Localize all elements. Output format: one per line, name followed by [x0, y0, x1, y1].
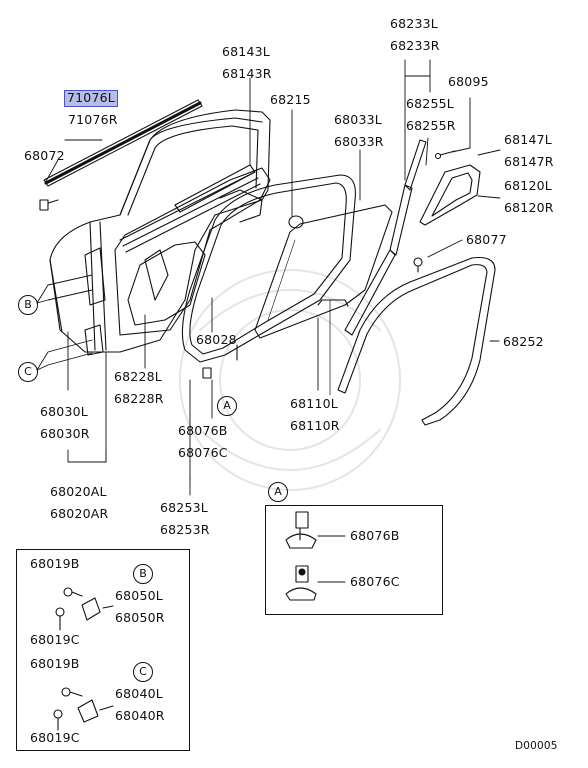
label-68030L[interactable]: 68030L — [40, 404, 88, 419]
label-68076C[interactable]: 68076C — [178, 445, 228, 460]
callout-c-marker[interactable]: C — [18, 362, 38, 382]
label-68077[interactable]: 68077 — [466, 232, 507, 247]
center-sash — [344, 139, 427, 336]
label-68110L[interactable]: 68110L — [290, 396, 338, 411]
label-68252[interactable]: 68252 — [503, 334, 544, 349]
label-bc-68019C-2[interactable]: 68019C — [30, 730, 80, 745]
detail-box-bc — [16, 549, 190, 751]
label-68095[interactable]: 68095 — [448, 74, 489, 89]
belt-molding — [43, 99, 203, 187]
label-68147L[interactable]: 68147L — [504, 132, 552, 147]
label-bc-68019B-1[interactable]: 68019B — [30, 556, 80, 571]
glass-run-channel — [219, 189, 263, 223]
label-68076B[interactable]: 68076B — [178, 423, 228, 438]
label-68033L[interactable]: 68033L — [334, 112, 382, 127]
detail-box-a-marker: A — [268, 482, 288, 502]
label-bc-68050L[interactable]: 68050L — [115, 588, 163, 603]
detail-box-a — [265, 505, 443, 615]
label-bc-68050R[interactable]: 68050R — [115, 610, 165, 625]
label-68228R[interactable]: 68228R — [114, 391, 164, 406]
label-68253R[interactable]: 68253R — [160, 522, 210, 537]
label-68233R[interactable]: 68233R — [390, 38, 440, 53]
quarter-glass — [419, 164, 481, 226]
label-68255L[interactable]: 68255L — [406, 96, 454, 111]
detail-bc-bolts — [53, 587, 114, 731]
label-71076L[interactable]: 71076L — [64, 90, 118, 107]
label-68255R[interactable]: 68255R — [406, 118, 456, 133]
label-bc-68019C-1[interactable]: 68019C — [30, 632, 80, 647]
watermark-logo — [179, 269, 401, 491]
door-glass — [254, 204, 393, 339]
label-bc-68040L[interactable]: 68040L — [115, 686, 163, 701]
label-68030R[interactable]: 68030R — [40, 426, 90, 441]
label-68120R[interactable]: 68120R — [504, 200, 554, 215]
label-boxA-68076C[interactable]: 68076C — [350, 574, 400, 589]
hinges — [84, 247, 106, 356]
clip-68072-icon — [39, 199, 59, 211]
opening-weatherstrip — [337, 256, 496, 426]
callout-a-marker[interactable]: A — [217, 396, 237, 416]
detail-a-clips — [285, 511, 346, 601]
clip-68077-icon — [413, 257, 423, 273]
label-boxA-68076B[interactable]: 68076B — [350, 528, 400, 543]
label-68143R[interactable]: 68143R — [222, 66, 272, 81]
glass-channel — [317, 299, 349, 396]
label-68110R[interactable]: 68110R — [290, 418, 340, 433]
weatherstrip-clip — [202, 344, 238, 379]
label-68020AR[interactable]: 68020AR — [50, 506, 109, 521]
bumper-68215 — [288, 215, 304, 229]
label-68020AL[interactable]: 68020AL — [50, 484, 107, 499]
callout-b-marker[interactable]: B — [18, 295, 38, 315]
detail-box-b-marker: B — [133, 564, 153, 584]
label-68215[interactable]: 68215 — [270, 92, 311, 107]
label-71076R[interactable]: 71076R — [68, 112, 118, 127]
label-68143L[interactable]: 68143L — [222, 44, 270, 59]
label-68233L[interactable]: 68233L — [390, 16, 438, 31]
label-68253L[interactable]: 68253L — [160, 500, 208, 515]
detail-box-c-marker: C — [133, 662, 153, 682]
label-68228L[interactable]: 68228L — [114, 369, 162, 384]
label-68033R[interactable]: 68033R — [334, 134, 384, 149]
label-68072[interactable]: 68072 — [24, 148, 65, 163]
diagram-code: D00005 — [515, 740, 558, 752]
leader-lines — [36, 59, 501, 496]
label-68147R[interactable]: 68147R — [504, 154, 554, 169]
door-weatherstrip — [181, 174, 356, 363]
label-68028[interactable]: 68028 — [196, 332, 237, 347]
label-68120L[interactable]: 68120L — [504, 178, 552, 193]
label-bc-68019B-2[interactable]: 68019B — [30, 656, 80, 671]
door-outer-panel — [49, 109, 271, 353]
door-inner-panel — [114, 164, 271, 336]
label-bc-68040R[interactable]: 68040R — [115, 708, 165, 723]
